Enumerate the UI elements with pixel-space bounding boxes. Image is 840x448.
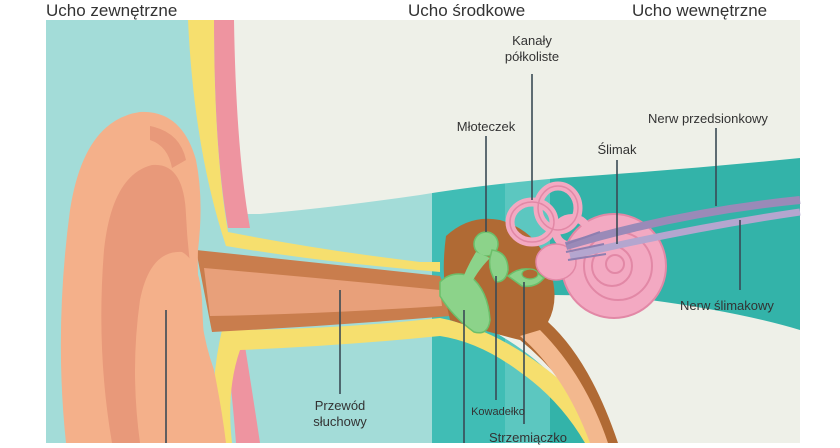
- semicircular-canal-edge-2: [537, 185, 579, 231]
- cochlea-label: Ślimak: [597, 142, 637, 157]
- cochlear-nerve-label: Nerw ślimakowy: [680, 298, 774, 313]
- cochlea-turn-3: [605, 254, 625, 274]
- pinna-concha: [135, 251, 214, 443]
- pink-tissue: [214, 20, 250, 228]
- tympanic-membrane: [439, 273, 491, 334]
- stapes-footplate: [521, 268, 539, 280]
- outer-ear-title: Ucho zewnętrzne: [46, 1, 178, 20]
- middle-ear-title: Ucho środkowe: [408, 1, 526, 20]
- vestibule: [535, 243, 577, 281]
- ear-canal-label-line2: słuchowy: [313, 414, 367, 429]
- semicircular-canals-label: Kanały półkoliste: [496, 33, 568, 65]
- nerve-fibers: [565, 231, 607, 261]
- semicircular-label-line2: półkoliste: [504, 49, 560, 64]
- semicircular-canal-edge: [509, 201, 555, 243]
- ear-canal-label-line1: Przewód: [314, 398, 366, 413]
- malleus-handle: [460, 252, 490, 290]
- temporal-bone: [232, 20, 800, 214]
- inner-ear-title: Ucho wewnętrzne: [632, 1, 768, 20]
- ear-canal: [204, 268, 442, 316]
- yellow-layer-bottom: [213, 318, 605, 443]
- cochlear-nerve-shape: [569, 208, 801, 260]
- yellow-layer-top: [188, 20, 440, 272]
- vestibular-nerve-label: Nerw przedsionkowy: [648, 111, 768, 126]
- stapes-label: Strzemiączko: [488, 430, 568, 445]
- incus-shape: [488, 249, 509, 283]
- pinna-fold: [150, 126, 186, 168]
- semicircular-label-line1: Kanały: [512, 33, 552, 48]
- eustachian-tube: [520, 330, 608, 443]
- ear-canal-label: Przewód słuchowy: [300, 398, 380, 430]
- malleus-label: Młoteczek: [456, 119, 516, 134]
- vestibular-nerve-shape: [564, 196, 801, 250]
- incus-label: Kowadełko: [471, 406, 525, 418]
